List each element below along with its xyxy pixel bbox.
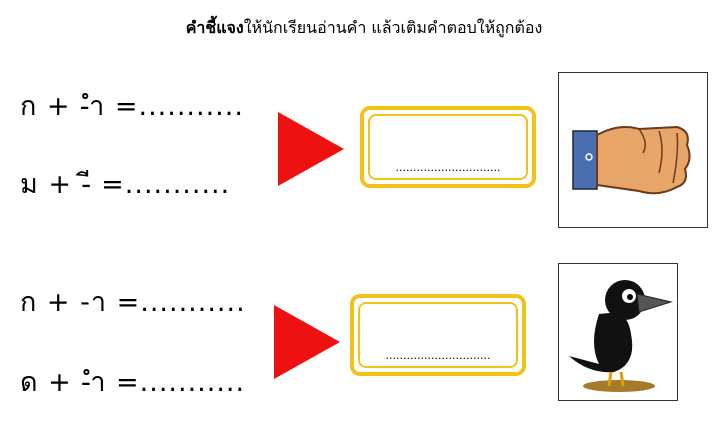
equation-2: ม + -ี =........... (20, 169, 231, 200)
equation-3: ก + -า =........... (20, 287, 246, 318)
crow-icon (569, 280, 673, 392)
fist-picture (558, 72, 708, 228)
answer-line: .............................. (385, 349, 491, 362)
instruction: คำชี้แจงให้นักเรียนอ่านคำ แล้วเติมคำตอบใ… (0, 16, 728, 41)
fist-icon (572, 125, 691, 195)
answer-box-1[interactable]: .............................. (360, 106, 536, 188)
equation-4: ด + -ำ =........... (20, 367, 246, 398)
answer-box-2[interactable]: .............................. (350, 294, 526, 376)
crow-picture (558, 263, 678, 401)
arrow-triangle-icon (274, 305, 340, 379)
instruction-label: คำชี้แจง (185, 18, 244, 37)
answer-line: .............................. (395, 161, 501, 174)
instruction-text: ให้นักเรียนอ่านคำ แล้วเติมคำตอบให้ถูกต้อ… (243, 18, 543, 37)
arrow-triangle-icon (278, 112, 344, 186)
equation-1: ก + -ำ =........... (20, 91, 244, 122)
